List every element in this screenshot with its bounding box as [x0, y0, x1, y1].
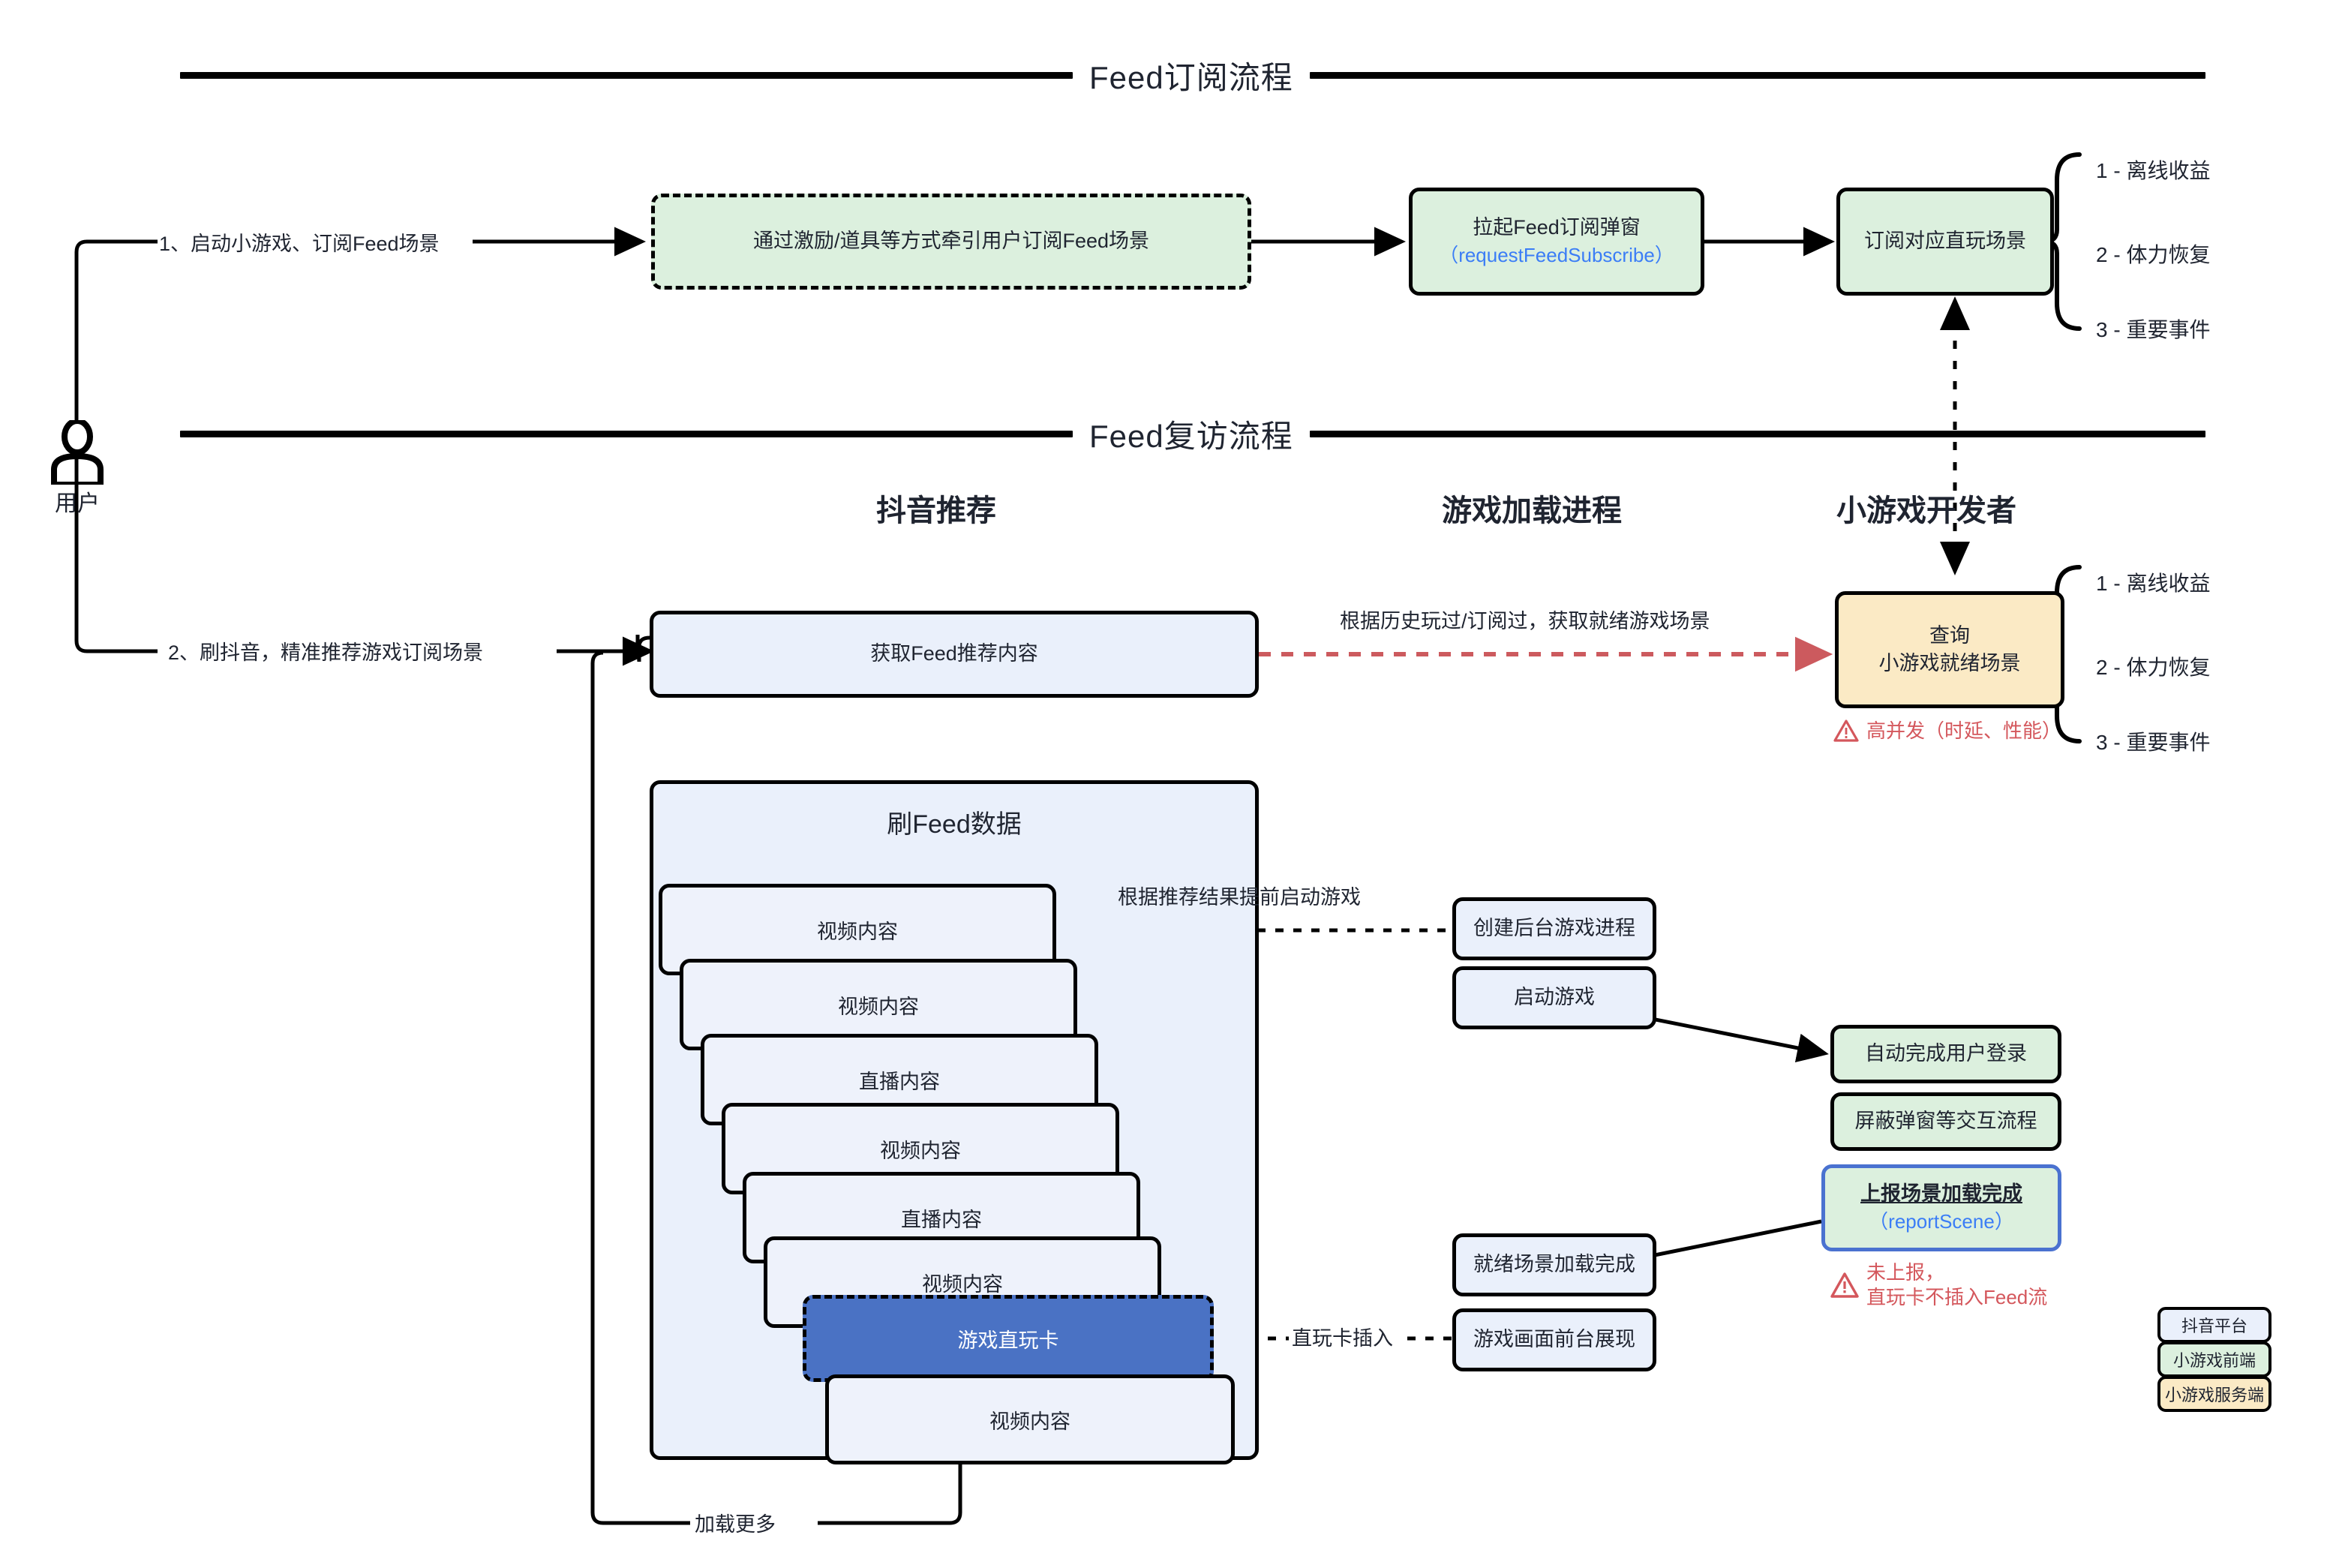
prelaunch-label: 根据推荐结果提前启动游戏 — [1118, 886, 1361, 909]
scene-item-1: 2 - 体力恢复 — [2096, 243, 2211, 266]
warning-triangle-icon — [1833, 719, 1859, 742]
foreground-display-label: 游戏画面前台展现 — [1473, 1328, 1635, 1351]
report-warning: 未上报， 直玩卡不插入Feed流 — [1830, 1260, 2047, 1309]
query-scene-item-0: 1 - 离线收益 — [2096, 572, 2211, 595]
block-popup-label: 屏蔽弹窗等交互流程 — [1854, 1110, 2037, 1133]
load-more-label: 加载更多 — [695, 1513, 776, 1536]
legend-label: 小游戏前端 — [2172, 1351, 2256, 1370]
feed-card-label: 游戏直玩卡 — [957, 1329, 1059, 1352]
user-icon — [51, 418, 104, 488]
divider-rule-right — [1309, 72, 2205, 79]
legend-label: 小游戏服务端 — [2164, 1386, 2264, 1404]
column-header-loading: 游戏加载进程 — [1442, 494, 1622, 527]
get-feed-content-box[interactable]: 获取Feed推荐内容 — [650, 611, 1259, 698]
feed-card-6-highlight[interactable]: 游戏直玩卡 — [803, 1295, 1214, 1382]
divider-rule-left — [180, 72, 1073, 79]
legend-item-client: 小游戏前端 — [2157, 1341, 2271, 1377]
query-warning: 高并发（时延、性能） — [1833, 719, 2061, 743]
subscribe-scene-label: 订阅对应直玩场景 — [1864, 230, 2026, 253]
feed-card-label: 直播内容 — [859, 1070, 940, 1093]
divider2-rule-right — [1309, 431, 2205, 437]
foreground-display-box[interactable]: 游戏画面前台展现 — [1452, 1308, 1656, 1371]
query-scene-item-2: 3 - 重要事件 — [2096, 731, 2211, 754]
create-bg-process-label: 创建后台游戏进程 — [1473, 917, 1635, 940]
create-bg-process-box[interactable]: 创建后台游戏进程 — [1452, 897, 1656, 960]
legend-item-server: 小游戏服务端 — [2157, 1376, 2271, 1412]
report-warning-line1: 未上报， — [1866, 1261, 1945, 1284]
feed-card-label: 视频内容 — [838, 995, 919, 1018]
query-edge-label: 根据历史玩过/订阅过，获取就绪游戏场景 — [1340, 610, 1710, 632]
legend-label: 抖音平台 — [2181, 1317, 2247, 1335]
feed-card-label: 视频内容 — [989, 1410, 1070, 1433]
subscribe-scene-box[interactable]: 订阅对应直玩场景 — [1836, 188, 2054, 296]
incentive-box-label: 通过激励/道具等方式牵引用户订阅Feed场景 — [752, 230, 1150, 253]
incentive-box[interactable]: 通过激励/道具等方式牵引用户订阅Feed场景 — [651, 194, 1251, 290]
feed-card-label: 直播内容 — [901, 1208, 982, 1231]
feed-card-label: 视频内容 — [817, 920, 898, 943]
feed-card-label: 视频内容 — [922, 1272, 1003, 1296]
auto-login-label: 自动完成用户登录 — [1865, 1042, 2027, 1065]
actor-user-label: 用户 — [55, 491, 100, 516]
scene-item-2: 3 - 重要事件 — [2096, 318, 2211, 341]
report-scene-box[interactable]: 上报场景加载完成 （reportScene） — [1821, 1164, 2061, 1251]
query-ready-scene-box[interactable]: 查询 小游戏就绪场景 — [1835, 591, 2064, 708]
scene-loaded-box[interactable]: 就绪场景加载完成 — [1452, 1233, 1656, 1296]
divider-revisit: Feed复访流程 — [180, 411, 2205, 457]
insert-card-label: 直玩卡插入 — [1292, 1327, 1393, 1350]
feed-card-7[interactable]: 视频内容 — [825, 1374, 1235, 1464]
column-header-developer: 小游戏开发者 — [1836, 494, 2016, 527]
scene-item-0: 1 - 离线收益 — [2096, 159, 2211, 182]
query-scene-item-1: 2 - 体力恢复 — [2096, 656, 2211, 679]
block-popup-box[interactable]: 屏蔽弹窗等交互流程 — [1830, 1092, 2061, 1151]
report-scene-api: （reportScene） — [1869, 1209, 2014, 1233]
divider-subscribe-title: Feed订阅流程 — [1089, 60, 1293, 95]
divider2-rule-left — [180, 431, 1073, 437]
feed-card-label: 视频内容 — [880, 1139, 961, 1162]
start-game-box[interactable]: 启动游戏 — [1452, 966, 1656, 1029]
actor-user: 用户 — [44, 418, 111, 518]
scene-loaded-label: 就绪场景加载完成 — [1473, 1253, 1635, 1276]
request-feed-subscribe-box[interactable]: 拉起Feed订阅弹窗 （requestFeedSubscribe） — [1409, 188, 1704, 296]
popup-box-title: 拉起Feed订阅弹窗 — [1473, 216, 1641, 239]
auto-login-box[interactable]: 自动完成用户登录 — [1830, 1025, 2061, 1083]
legend: 抖音平台 小游戏前端 小游戏服务端 — [2157, 1307, 2271, 1412]
report-warning-line2: 直玩卡不插入Feed流 — [1866, 1285, 2048, 1308]
legend-item-platform: 抖音平台 — [2157, 1307, 2271, 1343]
column-header-douyin: 抖音推荐 — [876, 494, 996, 527]
query-warning-text: 高并发（时延、性能） — [1866, 719, 2062, 742]
step2-label: 2、刷抖音，精准推荐游戏订阅场景 — [168, 641, 484, 664]
query-box-line1: 查询 — [1929, 623, 1970, 647]
divider-subscribe: Feed订阅流程 — [180, 53, 2205, 98]
query-box-line2: 小游戏就绪场景 — [1878, 652, 2021, 674]
get-feed-content-label: 获取Feed推荐内容 — [870, 642, 1038, 665]
warning-triangle-icon — [1830, 1272, 1859, 1298]
popup-box-api: （requestFeedSubscribe） — [1439, 243, 1674, 266]
divider-revisit-title: Feed复访流程 — [1089, 419, 1293, 454]
start-game-label: 启动游戏 — [1514, 986, 1595, 1009]
step1-label: 1、启动小游戏、订阅Feed场景 — [159, 233, 440, 255]
feed-stack-title: 刷Feed数据 — [887, 810, 1022, 839]
report-scene-title: 上报场景加载完成 — [1860, 1182, 2022, 1206]
